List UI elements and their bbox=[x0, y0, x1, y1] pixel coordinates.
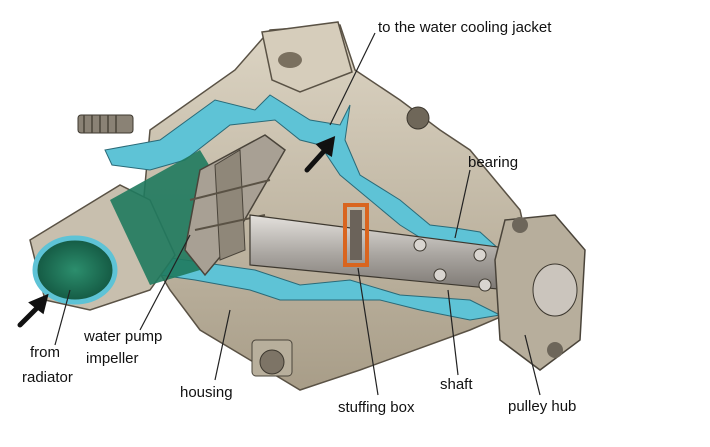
lower-bolt bbox=[251, 339, 293, 377]
label-stuffing-box: stuffing box bbox=[338, 399, 415, 416]
stuffing-box-seal bbox=[343, 203, 369, 267]
upper-bolt bbox=[406, 106, 430, 130]
leader-shaft bbox=[447, 289, 459, 376]
flow-arrow-inlet bbox=[17, 293, 49, 328]
leader-from-radiator bbox=[54, 289, 71, 346]
label-water-cooling-jacket: to the water cooling jacket bbox=[378, 19, 552, 36]
label-water-pump: water pump bbox=[84, 328, 163, 345]
coolant-passage-upper bbox=[104, 94, 502, 255]
coolant-passage-lower bbox=[149, 254, 502, 321]
label-radiator: radiator bbox=[22, 369, 73, 386]
label-bearing: bearing bbox=[468, 154, 519, 171]
flow-arrow-outlet bbox=[304, 135, 336, 173]
inlet-opening bbox=[32, 235, 118, 305]
mounting-bolt bbox=[77, 114, 134, 134]
leader-housing bbox=[214, 309, 231, 381]
leader-stuffing-box bbox=[357, 267, 379, 396]
outlet-boss bbox=[261, 21, 353, 93]
label-pulley-hub: pulley hub bbox=[508, 398, 577, 415]
label-from: from bbox=[30, 344, 60, 361]
label-housing: housing bbox=[180, 384, 233, 401]
label-shaft: shaft bbox=[440, 376, 473, 393]
leader-bearing bbox=[454, 169, 471, 239]
impeller bbox=[184, 134, 286, 277]
leader-cooling-jacket bbox=[329, 32, 376, 126]
pulley-hub bbox=[494, 214, 586, 371]
leader-pulley-hub bbox=[524, 334, 541, 396]
bearing-balls bbox=[413, 238, 492, 292]
leader-impeller bbox=[139, 234, 191, 331]
label-impeller: impeller bbox=[86, 350, 139, 367]
